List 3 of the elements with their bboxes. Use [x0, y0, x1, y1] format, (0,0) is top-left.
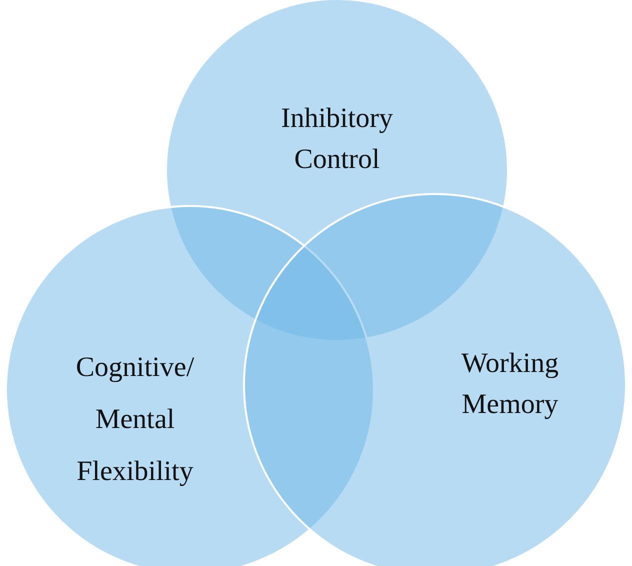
circle-label: Working Memory: [460, 347, 560, 422]
circle-label: Cognitive/ Mental Flexibility: [74, 351, 196, 489]
circle-label: Inhibitory Control: [280, 102, 394, 177]
